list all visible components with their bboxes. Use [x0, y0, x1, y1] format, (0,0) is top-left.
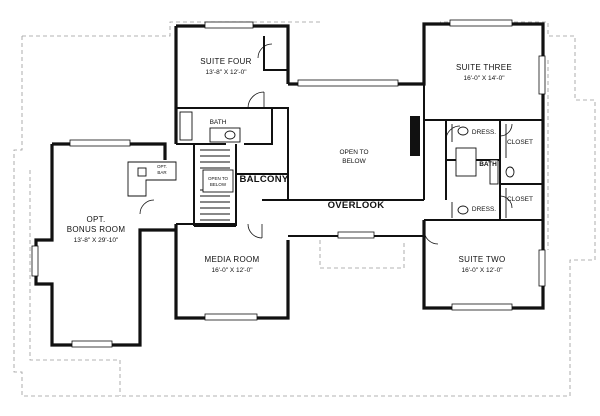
suite-four-name: SUITE FOUR: [200, 57, 251, 66]
suite-three-name: SUITE THREE: [456, 63, 512, 72]
suite-two-name: SUITE TWO: [459, 255, 506, 264]
stair-open-line1: OPEN TO: [208, 176, 229, 181]
media-room: MEDIA ROOM 16'-0" X 12'-0": [204, 255, 259, 274]
closet-bottom-label: CLOSET: [507, 196, 533, 203]
exterior-walls: [34, 22, 545, 347]
open-to-below-line2: BELOW: [342, 158, 366, 165]
suite-two-dims: 16'-0" X 12'-0": [461, 267, 503, 274]
stair-open-to-below: OPEN TO BELOW: [208, 176, 229, 187]
fireplace: [410, 116, 420, 156]
roof-outline: [13, 21, 596, 397]
bonus-room: OPT. BONUS ROOM 13'-8" X 29'-10": [67, 215, 126, 244]
media-room-dims: 16'-0" X 12'-0": [211, 267, 253, 274]
opt-bar-label: OPT. BAR: [157, 164, 167, 175]
opt-bar: [127, 161, 177, 197]
dress-top-label: DRESS.: [472, 129, 496, 136]
opt-bar-line2: BAR: [157, 170, 167, 175]
interior-walls: [176, 36, 543, 227]
opt-bar-line1: OPT.: [157, 164, 167, 169]
suite-three-dims: 16'-0" X 14'-0": [463, 75, 505, 82]
suite-two: SUITE TWO 16'-0" X 12'-0": [459, 255, 506, 274]
open-to-below: OPEN TO BELOW: [339, 149, 368, 165]
dress-bottom-label: DRESS.: [472, 206, 496, 213]
suite-three: SUITE THREE 16'-0" X 14'-0": [456, 63, 512, 82]
closet-shelves: [451, 124, 507, 218]
bath-four-label: BATH: [210, 119, 227, 126]
bonus-room-dims: 13'-8" X 29'-10": [74, 237, 119, 244]
closet-top-label: CLOSET: [507, 139, 533, 146]
bath-three-label: BATH: [479, 161, 497, 168]
stair-open-line2: BELOW: [210, 182, 227, 187]
windows: [31, 19, 546, 348]
open-to-below-line1: OPEN TO: [339, 149, 368, 156]
doors: [139, 43, 513, 245]
bath-fixtures: [179, 111, 515, 215]
bonus-room-line2: BONUS ROOM: [67, 225, 126, 234]
suite-four-dims: 13'-8" X 12'-0": [205, 69, 247, 76]
bonus-room-line1: OPT.: [87, 215, 106, 224]
media-room-name: MEDIA ROOM: [204, 255, 259, 264]
balcony-label: BALCONY: [239, 174, 288, 185]
suite-four: SUITE FOUR 13'-8" X 12'-0": [200, 57, 251, 76]
overlook-label: OVERLOOK: [328, 200, 385, 211]
stair: [200, 149, 234, 221]
